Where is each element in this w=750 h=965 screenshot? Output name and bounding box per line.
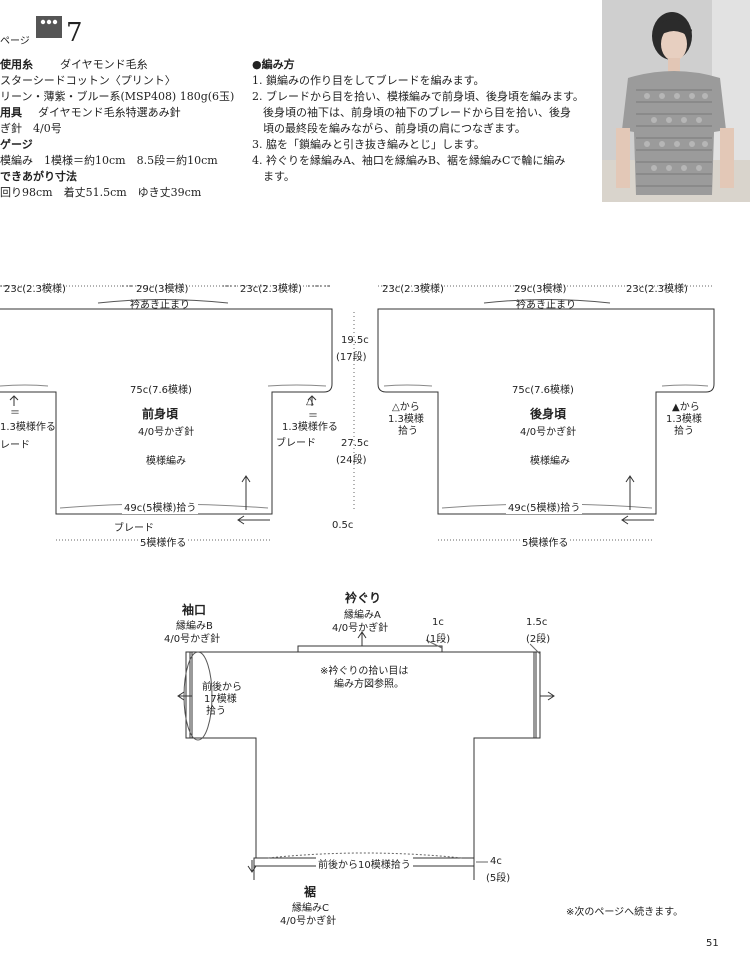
cuff-pick-2: 17模様 <box>204 694 237 705</box>
neck-note-2: 編み方図参照。 <box>334 679 404 690</box>
back-neck-stop: 衿あき止まり <box>516 300 576 311</box>
instruction-step: 3. 脇を「鎖編みと引き抜き編みとじ」します。 <box>252 138 485 151</box>
yarn-color: リーン・薄紫・ブルー系(MSP408) 180g(6玉) <box>0 90 235 103</box>
front-equals-left: ＝ <box>10 408 20 419</box>
back-right-pick2: 拾う <box>674 426 694 437</box>
upper-height: 19.5c <box>341 335 369 346</box>
front-braid: ブレード <box>114 523 154 534</box>
yarn-name: スターシードコットン〈プリント〉 <box>0 74 176 87</box>
lower-rows: (24段) <box>336 455 367 466</box>
cuff-hook: 4/0号かぎ針 <box>164 634 221 645</box>
front-hook: 4/0号かぎ針 <box>138 427 195 438</box>
front-top-right-dim: 23c(2.3模様) <box>240 284 302 295</box>
sleeve-edge-rows: (2段) <box>526 634 551 645</box>
yarn-brand: ダイヤモンド毛糸 <box>60 58 148 71</box>
back-left-from: △から <box>392 402 420 413</box>
sleeve-edge-height: 1.5c <box>526 617 548 628</box>
front-title: 前身頃 <box>142 407 179 421</box>
yarn-title: 使用糸 <box>0 58 33 71</box>
cuff-edge: 縁編みB <box>176 621 213 632</box>
front-left-make: 1.3模様作る <box>0 422 56 433</box>
pattern-badge <box>36 16 62 38</box>
instruction-step: ます。 <box>252 170 295 183</box>
back-top-left-dim: 23c(2.3模様) <box>382 284 444 295</box>
gauge-value: 模編み 1模様＝約10cm 8.5段＝約10cm <box>0 154 218 167</box>
front-stitch: 模様編み <box>146 456 186 467</box>
upper-rows: (17段) <box>336 352 367 363</box>
front-top-mid-dim: 29c(3模様) <box>136 284 189 295</box>
front-braid-make: 5模様作る <box>138 534 189 549</box>
size-title: できあがり寸法 <box>0 170 77 183</box>
front-width: 75c(7.6模様) <box>128 381 194 396</box>
model-photo <box>602 0 750 202</box>
gap-measure: 0.5c <box>332 520 354 531</box>
back-right-from: ▲から <box>672 402 700 413</box>
neck-height: 1c <box>432 617 444 628</box>
lower-height: 27.5c <box>341 438 369 449</box>
back-stitch: 模様編み <box>530 456 570 467</box>
tools-title: 用具 <box>0 106 22 119</box>
neck-title: 衿ぐり <box>345 591 382 605</box>
cuff-pick-1: 前後から <box>202 682 242 693</box>
front-right-braid: ブレード <box>276 438 316 449</box>
page-reference: ページ <box>0 36 30 47</box>
tools-value: ダイヤモンド毛糸特選あみ針 <box>38 106 181 119</box>
hook-size: ぎ針 4/0号 <box>0 122 62 135</box>
back-left-pick2: 拾う <box>398 426 418 437</box>
cuff-title: 袖口 <box>182 603 207 617</box>
instruction-step: 4. 衿ぐりを縁編みA、袖口を縁編みB、裾を縁編みCで輪に編み <box>252 154 566 167</box>
front-equals-right: ＝ <box>308 411 318 422</box>
neck-edge: 縁編みA <box>344 610 381 621</box>
instructions-title: ●編み方 <box>252 58 295 71</box>
hem-title: 裾 <box>304 885 317 899</box>
front-top-left-dim: 23c(2.3模様) <box>4 284 66 295</box>
back-width: 75c(7.6模様) <box>510 381 576 396</box>
gauge-title: ゲージ <box>0 138 33 151</box>
instruction-step: 2. ブレードから目を拾い、模様編みで前身頃、後身頃を編みます。 <box>252 90 584 103</box>
back-hook: 4/0号かぎ針 <box>520 427 577 438</box>
pattern-number: 7 <box>66 18 83 48</box>
size-value: 回り98cm 着丈51.5cm ゆき丈39cm <box>0 186 202 199</box>
back-left-pick1: 1.3模様 <box>388 414 424 425</box>
cuff-pick-3: 拾う <box>206 706 226 717</box>
hem-pick: 前後から10模様拾う <box>316 856 413 871</box>
hem-hook: 4/0号かぎ針 <box>280 916 337 927</box>
back-top-right-dim: 23c(2.3模様) <box>626 284 688 295</box>
instruction-step: 頃の最終段を編みながら、前身頃の肩につなぎます。 <box>252 122 526 135</box>
front-left-braid: レード <box>0 440 30 451</box>
hem-height: 4c <box>490 856 502 867</box>
neck-hook: 4/0号かぎ針 <box>332 623 389 634</box>
back-hem-pick: 49c(5模様)拾う <box>506 499 583 514</box>
neck-note-1: ※衿ぐりの拾い目は <box>320 666 409 677</box>
back-top-mid-dim: 29c(3模様) <box>514 284 567 295</box>
flower-icon <box>40 19 58 25</box>
continued-note: ※次のページへ続きます。 <box>566 907 684 918</box>
neck-rows: (1段) <box>426 634 451 645</box>
back-right-pick1: 1.3模様 <box>666 414 702 425</box>
back-body-outline <box>377 308 715 515</box>
back-title: 後身頃 <box>530 407 567 421</box>
hem-edge: 縁編みC <box>292 903 329 914</box>
hem-rows: (5段) <box>486 873 511 884</box>
instruction-step: 後身頃の袖下は、前身頃の袖下のブレードから目を拾い、後身 <box>252 106 571 119</box>
front-neck-stop: 衿あき止まり <box>130 300 190 311</box>
front-hem-pick: 49c(5模様)拾う <box>122 499 199 514</box>
front-triangle: △ <box>306 396 314 407</box>
back-braid-make: 5模様作る <box>520 534 571 549</box>
instruction-step: 1. 鎖編みの作り目をしてブレードを編みます。 <box>252 74 485 87</box>
front-right-make: 1.3模様作る <box>282 422 338 433</box>
front-body-outline <box>0 308 333 515</box>
page-number: 51 <box>706 938 719 949</box>
